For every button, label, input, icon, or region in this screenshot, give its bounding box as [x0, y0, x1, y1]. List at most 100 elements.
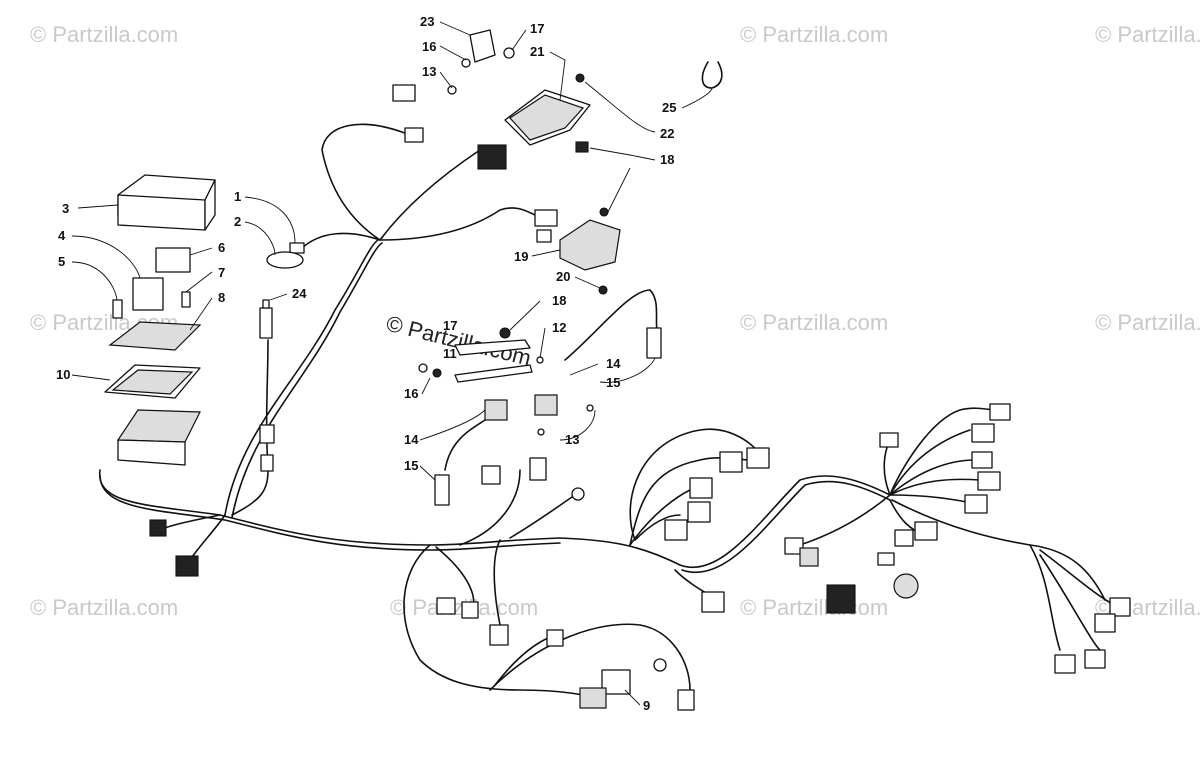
relay-small	[155, 247, 191, 273]
harness-branch	[883, 439, 891, 496]
watermark: © Partzilla.com	[740, 595, 888, 620]
connector	[977, 471, 1001, 491]
harness-branch	[459, 469, 521, 546]
screw	[447, 85, 457, 95]
connector	[436, 597, 456, 615]
speed-sensor	[484, 399, 508, 421]
callout-14b: 14	[404, 432, 419, 447]
harness-branch	[629, 489, 691, 546]
harness-branch	[1039, 554, 1101, 651]
connector	[677, 689, 695, 711]
fuse-box-gasket	[111, 369, 194, 395]
leader-line	[439, 71, 453, 89]
connector	[689, 477, 713, 499]
watermark: © Partzilla.com	[740, 22, 888, 47]
watermark: © Partzilla.com	[740, 310, 888, 335]
callout-13a: 13	[422, 64, 436, 79]
connector-boot	[266, 251, 304, 269]
harness-trunk	[681, 480, 891, 573]
connector	[784, 537, 804, 555]
leader-line	[421, 377, 431, 395]
fuse-box-cover	[204, 179, 216, 231]
callout-10: 10	[56, 367, 70, 382]
connector	[687, 501, 711, 523]
callout-21: 21	[530, 44, 544, 59]
harness-branch	[493, 539, 501, 626]
harness-trunk	[679, 475, 891, 568]
harness-branch	[889, 407, 996, 496]
regulator-connector	[534, 209, 558, 227]
harness-trunk	[99, 474, 561, 551]
leader-line	[189, 247, 213, 256]
harness-branch	[1029, 544, 1061, 651]
screw	[575, 73, 585, 83]
fuse-blade	[181, 291, 191, 308]
callout-16b: 16	[404, 386, 418, 401]
harness-branch	[379, 207, 536, 241]
callout-13b: 13	[565, 432, 579, 447]
grommet	[575, 141, 589, 153]
leader-lines	[71, 21, 713, 706]
connector	[879, 432, 899, 448]
connector	[175, 555, 199, 577]
callout-15b: 15	[404, 458, 418, 473]
leader-line	[624, 689, 641, 706]
connector	[799, 547, 819, 567]
connector	[664, 519, 688, 541]
sensor-lead	[444, 419, 486, 471]
o2-sensor-connector	[260, 454, 274, 472]
washer	[418, 363, 428, 373]
main-harness	[99, 123, 1126, 701]
leader-line	[439, 45, 467, 61]
harness-branch	[299, 232, 381, 251]
connector	[746, 447, 770, 469]
leader-line	[569, 363, 599, 376]
watermark: © Partzilla.com	[30, 22, 178, 47]
watermark-group: © Partzilla.com © Partzilla.com © Partzi…	[30, 22, 1200, 620]
ring-terminal	[571, 487, 585, 501]
harness-connectors	[149, 242, 1131, 711]
watermark: © Partzilla.com	[30, 595, 178, 620]
screw	[537, 428, 545, 436]
ecu-module	[509, 94, 585, 141]
callout-17a: 17	[530, 21, 544, 36]
callout-22: 22	[660, 126, 674, 141]
leader-line	[539, 327, 546, 359]
callout-24: 24	[292, 286, 307, 301]
callout-18b: 18	[552, 293, 566, 308]
harness-branch	[634, 514, 681, 541]
leader-line	[185, 271, 213, 293]
watermark: © Partzilla.com	[1095, 22, 1200, 47]
connector	[971, 423, 995, 443]
connector	[971, 451, 993, 469]
connector	[149, 519, 167, 537]
harness-branch	[159, 514, 221, 531]
connector	[392, 84, 416, 102]
leader-line	[584, 81, 656, 133]
nut	[503, 47, 515, 59]
connector	[481, 465, 501, 485]
sensor-tip	[434, 474, 450, 506]
connector	[893, 573, 919, 599]
fuse-box-cover	[117, 194, 206, 231]
connector	[546, 629, 564, 647]
connector	[1084, 649, 1106, 669]
fuse-box-group	[104, 174, 216, 466]
harness-branch	[889, 459, 976, 496]
connector	[579, 687, 607, 709]
harness-branch	[403, 544, 601, 701]
connector	[914, 521, 938, 541]
harness-branch	[891, 499, 1106, 601]
ring-terminal	[653, 658, 667, 672]
o2-sensor-connector	[259, 424, 275, 444]
leader-line	[71, 374, 111, 381]
clamp-band	[701, 61, 723, 89]
harness-branch	[321, 123, 411, 241]
nut	[599, 207, 609, 217]
callout-23: 23	[420, 14, 434, 29]
callout-11: 11	[443, 346, 457, 361]
o2-sensor-body	[259, 307, 273, 339]
washer	[461, 58, 471, 68]
screw	[586, 404, 594, 412]
connector	[489, 624, 509, 646]
